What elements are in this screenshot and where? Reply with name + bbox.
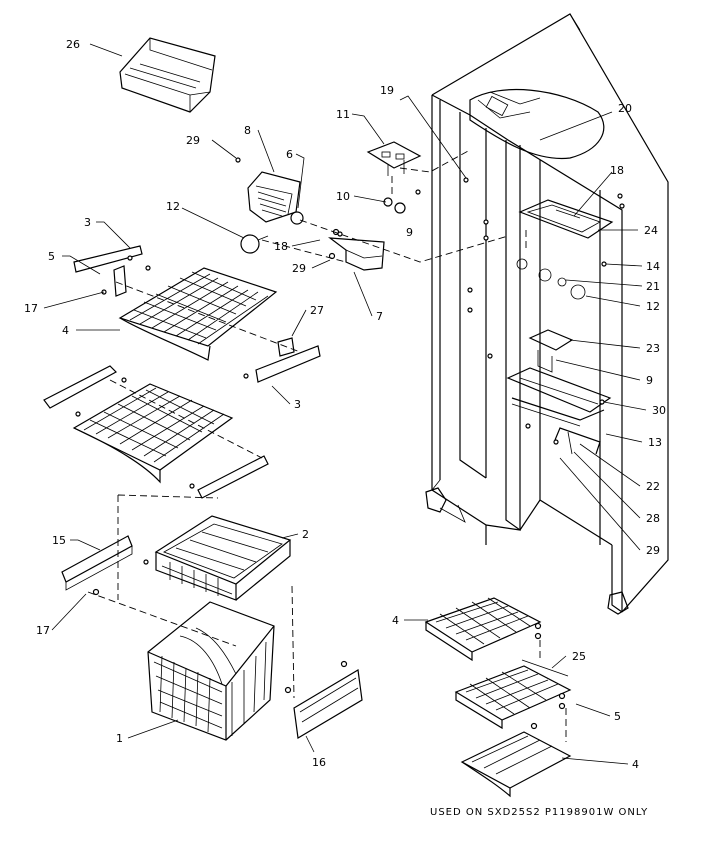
callout-20: 20 <box>618 102 632 115</box>
drawer-2 <box>154 515 292 601</box>
callout-13: 13 <box>648 436 662 449</box>
callout-17: 17 <box>24 302 38 315</box>
usage-note: USED ON SXD25S2 P1198901W ONLY <box>430 807 648 818</box>
callout-29: 29 <box>186 134 200 147</box>
callout-9: 9 <box>406 226 413 239</box>
callout-4: 4 <box>392 614 399 627</box>
callout-4: 4 <box>632 758 639 771</box>
callout-27: 27 <box>310 304 324 317</box>
callout-11: 11 <box>336 108 350 121</box>
callout-16: 16 <box>312 756 326 769</box>
callout-28: 28 <box>646 512 660 525</box>
bracket-7 <box>328 228 385 271</box>
callout-5: 5 <box>48 250 55 263</box>
callout-3: 3 <box>294 398 301 411</box>
callout-7: 7 <box>376 310 383 323</box>
callout-labels: 26 29 8 6 12 18 29 7 11 10 9 19 20 18 24… <box>24 38 666 771</box>
ice-bin-26 <box>119 37 216 113</box>
callout-3: 3 <box>84 216 91 229</box>
callout-29: 29 <box>646 544 660 557</box>
screws <box>75 157 625 730</box>
callout-4: 4 <box>62 324 69 337</box>
leader-lines <box>43 43 647 765</box>
damper-assembly-8 <box>240 171 304 254</box>
callout-17: 17 <box>36 624 50 637</box>
callout-19: 19 <box>380 84 394 97</box>
callout-22: 22 <box>646 480 660 493</box>
callout-18: 18 <box>274 240 288 253</box>
callout-9: 9 <box>646 374 653 387</box>
callout-2: 2 <box>302 528 309 541</box>
shelf-upper <box>73 245 321 383</box>
basket-1 <box>147 601 275 741</box>
shelf-right-4a <box>424 597 542 662</box>
callout-6: 6 <box>286 148 293 161</box>
callout-30: 30 <box>652 404 666 417</box>
callout-18: 18 <box>610 164 624 177</box>
slide-rail-16 <box>284 660 363 739</box>
callout-23: 23 <box>646 342 660 355</box>
callout-5: 5 <box>614 710 621 723</box>
callout-29: 29 <box>292 262 306 275</box>
callout-15: 15 <box>52 534 66 547</box>
callout-25: 25 <box>572 650 586 663</box>
callout-24: 24 <box>644 224 658 237</box>
callout-26: 26 <box>66 38 80 51</box>
cabinet-body <box>425 13 669 615</box>
shelf-middle <box>43 365 269 499</box>
callout-21: 21 <box>646 280 660 293</box>
callout-10: 10 <box>336 190 350 203</box>
shelf-right-4b <box>460 731 572 798</box>
callout-12: 12 <box>166 200 180 213</box>
callout-1: 1 <box>116 732 123 745</box>
callout-14: 14 <box>646 260 660 273</box>
switch-plate-11 <box>366 141 422 214</box>
shelf-right-25 <box>454 659 572 730</box>
callout-12: 12 <box>646 300 660 313</box>
assembly-lines <box>87 149 567 742</box>
slide-rail-15 <box>61 535 133 596</box>
callout-8: 8 <box>244 124 251 137</box>
